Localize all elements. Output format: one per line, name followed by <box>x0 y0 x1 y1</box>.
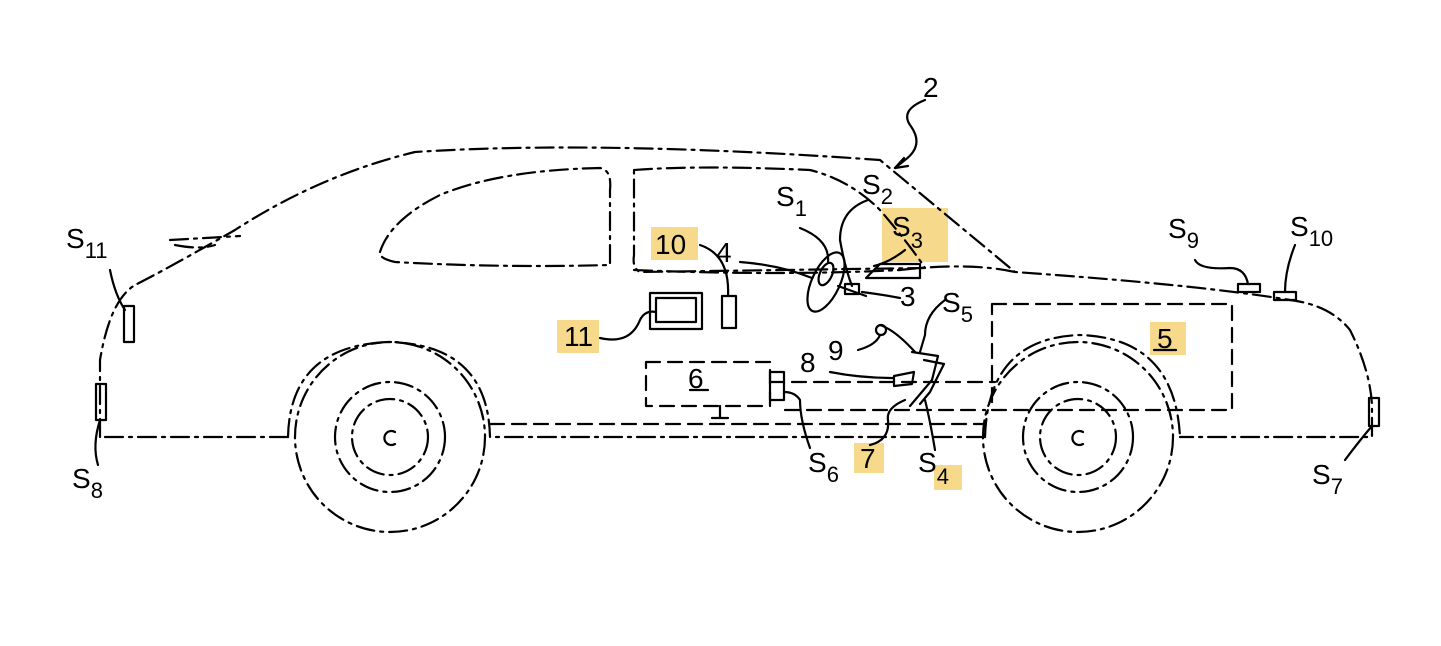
label-s10: S10 <box>1290 211 1333 251</box>
leader-7 <box>868 398 907 447</box>
components <box>94 251 1381 428</box>
engine-box-5 <box>990 302 1234 412</box>
label-s3: S3 <box>892 211 923 253</box>
leader-9b <box>878 323 917 354</box>
sensor-s7-block <box>1367 396 1381 428</box>
pedal-8 <box>892 370 916 388</box>
leader-10 <box>698 243 730 298</box>
front-window <box>632 166 927 274</box>
label-s6: S6 <box>808 447 839 487</box>
rear-wheel <box>293 340 487 534</box>
label-5: 5 <box>1157 323 1173 354</box>
rear-window <box>378 166 612 268</box>
leader-s2 <box>838 198 870 288</box>
label-6: 6 <box>688 363 704 394</box>
rear-wheel-arch <box>286 340 492 439</box>
leader-s6 <box>782 390 812 450</box>
windows <box>378 166 927 274</box>
leader-8 <box>828 370 896 380</box>
label-3: 3 <box>900 281 916 312</box>
leader-s9 <box>1193 258 1250 286</box>
label-2: 2 <box>923 72 939 103</box>
label-11: 11 <box>564 321 593 352</box>
leader-s7 <box>1343 424 1374 462</box>
sensor-s11-block <box>122 304 136 344</box>
highlights <box>557 208 1186 490</box>
label-s9: S9 <box>1168 213 1199 253</box>
monitor-11-screen <box>654 296 698 324</box>
box-6-stem <box>710 404 730 420</box>
label-s4: S4 <box>918 447 949 489</box>
label-s11: S11 <box>66 223 108 263</box>
spoiler <box>168 234 242 242</box>
pedal-7a <box>908 350 940 408</box>
pedal-7b <box>918 358 946 406</box>
highlight-7 <box>854 443 884 473</box>
spoiler-2 <box>173 243 217 249</box>
front-wheel <box>981 340 1175 534</box>
steering-wheel <box>806 251 846 313</box>
front-wheel-arch <box>983 333 1182 439</box>
leader-s3 <box>872 248 907 268</box>
leader-lines <box>94 98 1374 467</box>
steering-column <box>836 284 868 298</box>
sensor-s9-block <box>1236 282 1262 294</box>
leader-2 <box>893 98 927 170</box>
label-s2: S2 <box>862 169 893 209</box>
highlight-10 <box>651 227 698 260</box>
labels: 2 3 4 5 6 7 8 9 10 11 S1 S2 S3 S4 S5 S6 … <box>66 72 1343 503</box>
body-outline <box>98 146 1374 439</box>
label-s1: S1 <box>776 181 807 221</box>
label-4: 4 <box>716 237 732 268</box>
label-10: 10 <box>655 229 686 260</box>
highlight-s4-sub <box>934 465 962 490</box>
sensor-s6-block <box>768 370 786 402</box>
arrow-2 <box>893 156 910 170</box>
leader-9 <box>856 333 882 352</box>
steering-hub <box>817 261 835 287</box>
leader-s10 <box>1283 243 1297 294</box>
leader-s5 <box>918 298 947 354</box>
leader-11 <box>598 310 658 341</box>
car-body <box>98 146 1374 439</box>
leader-s1 <box>798 226 830 264</box>
sensor-s3-bracket <box>864 262 922 280</box>
leader-s4 <box>923 398 937 452</box>
highlight-11 <box>557 320 599 353</box>
leader-s8 <box>94 418 102 467</box>
leader-4 <box>738 260 814 280</box>
label-8: 8 <box>800 347 816 378</box>
label-7: 7 <box>860 443 876 474</box>
label-s7: S7 <box>1312 459 1343 499</box>
box-6 <box>644 360 772 408</box>
label-s8: S8 <box>72 463 103 503</box>
leader-3 <box>860 290 902 300</box>
unit-10 <box>720 294 738 330</box>
label-9: 9 <box>828 335 844 366</box>
leader-s11 <box>108 268 127 312</box>
label-s5: S5 <box>942 287 973 327</box>
